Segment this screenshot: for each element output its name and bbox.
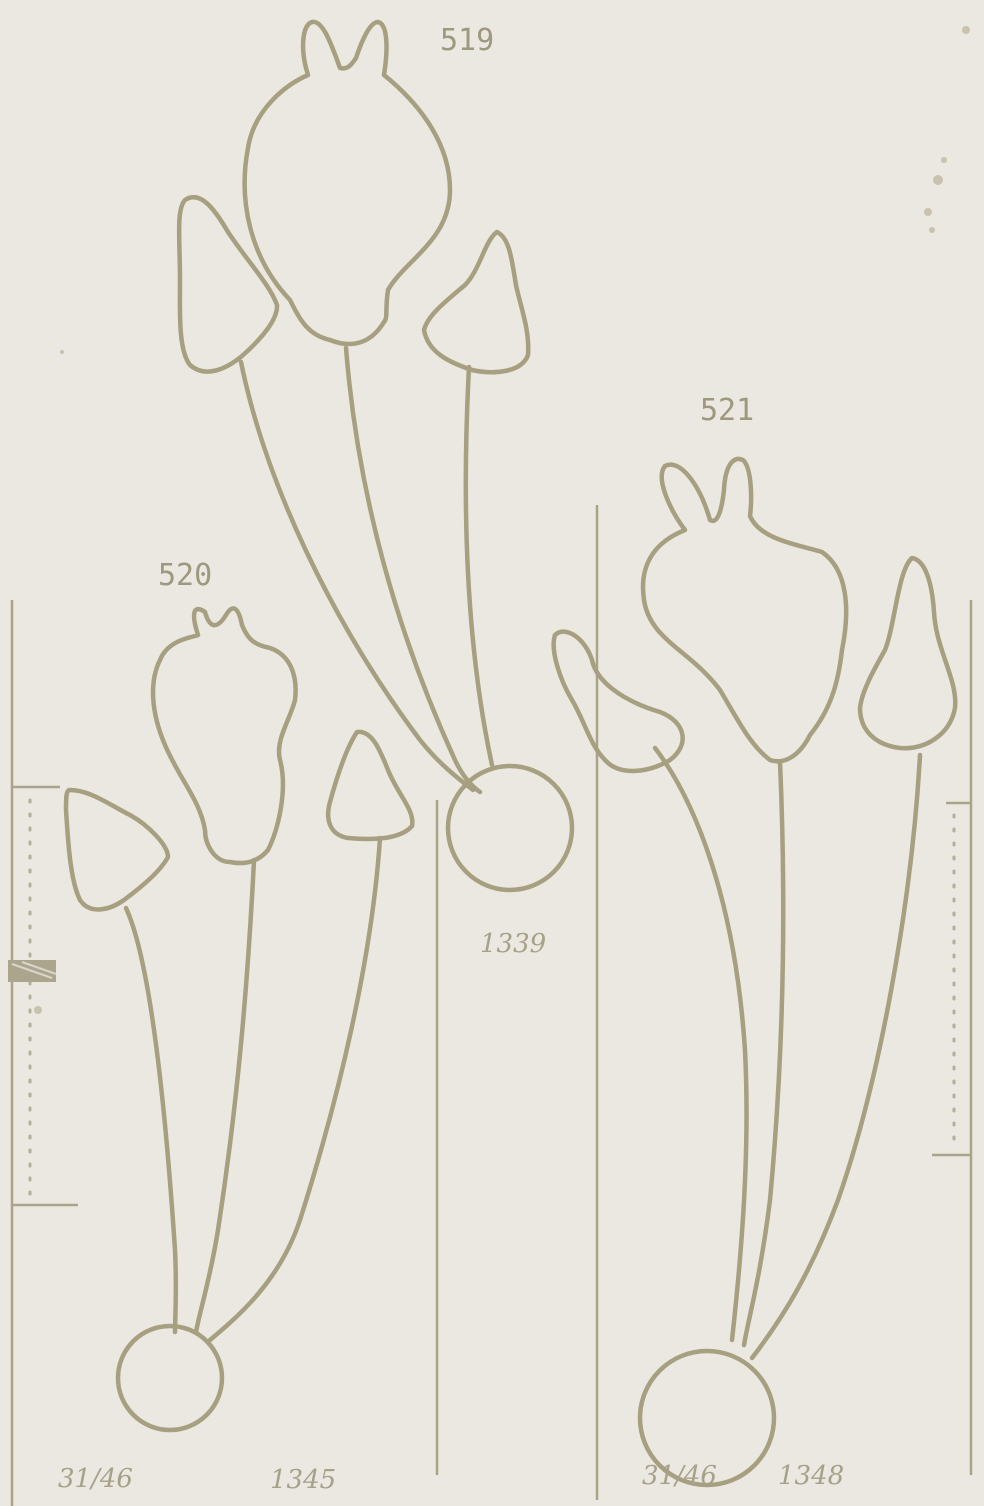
figure-520: 520 31/46 1345 bbox=[58, 558, 412, 1495]
figure-521: 521 31/46 1348 bbox=[640, 393, 955, 1491]
figure-521-stem-left bbox=[655, 748, 747, 1340]
figure-519-ovary bbox=[448, 766, 572, 890]
scale-bar-right bbox=[932, 803, 971, 1155]
figure-521-date: 31/46 bbox=[642, 1461, 717, 1491]
figure-519: 519 1339 bbox=[179, 22, 683, 959]
figure-519-catalog: 1339 bbox=[480, 929, 546, 959]
figure-520-stem-left bbox=[126, 908, 176, 1332]
figure-521-head bbox=[643, 459, 846, 761]
figure-519-label: 519 bbox=[440, 23, 494, 58]
figure-521-stem-right bbox=[752, 755, 920, 1358]
figure-520-catalog: 1345 bbox=[270, 1465, 336, 1495]
figure-520-date: 31/46 bbox=[58, 1464, 133, 1494]
figure-520-head bbox=[153, 608, 296, 863]
figure-521-stem-center bbox=[744, 762, 783, 1345]
column-rules bbox=[12, 505, 971, 1506]
figure-521-anther-right bbox=[860, 558, 955, 748]
figure-521-label: 521 bbox=[700, 393, 754, 428]
figure-519-head bbox=[245, 22, 450, 344]
figure-521-catalog: 1348 bbox=[778, 1461, 844, 1491]
figure-519-anther-right bbox=[424, 232, 528, 372]
figure-520-ovary bbox=[118, 1326, 222, 1430]
figure-519-stem-center bbox=[346, 348, 480, 792]
figure-519-anther-left bbox=[179, 197, 277, 371]
figure-519-anther-extra bbox=[554, 632, 683, 771]
figure-520-stem-center bbox=[196, 860, 254, 1332]
paper-specks bbox=[34, 26, 970, 1014]
figure-519-stem-right bbox=[466, 367, 492, 765]
figure-520-anther-left bbox=[66, 790, 168, 909]
figure-520-anther-right bbox=[328, 732, 412, 839]
figure-520-label: 520 bbox=[158, 558, 212, 593]
